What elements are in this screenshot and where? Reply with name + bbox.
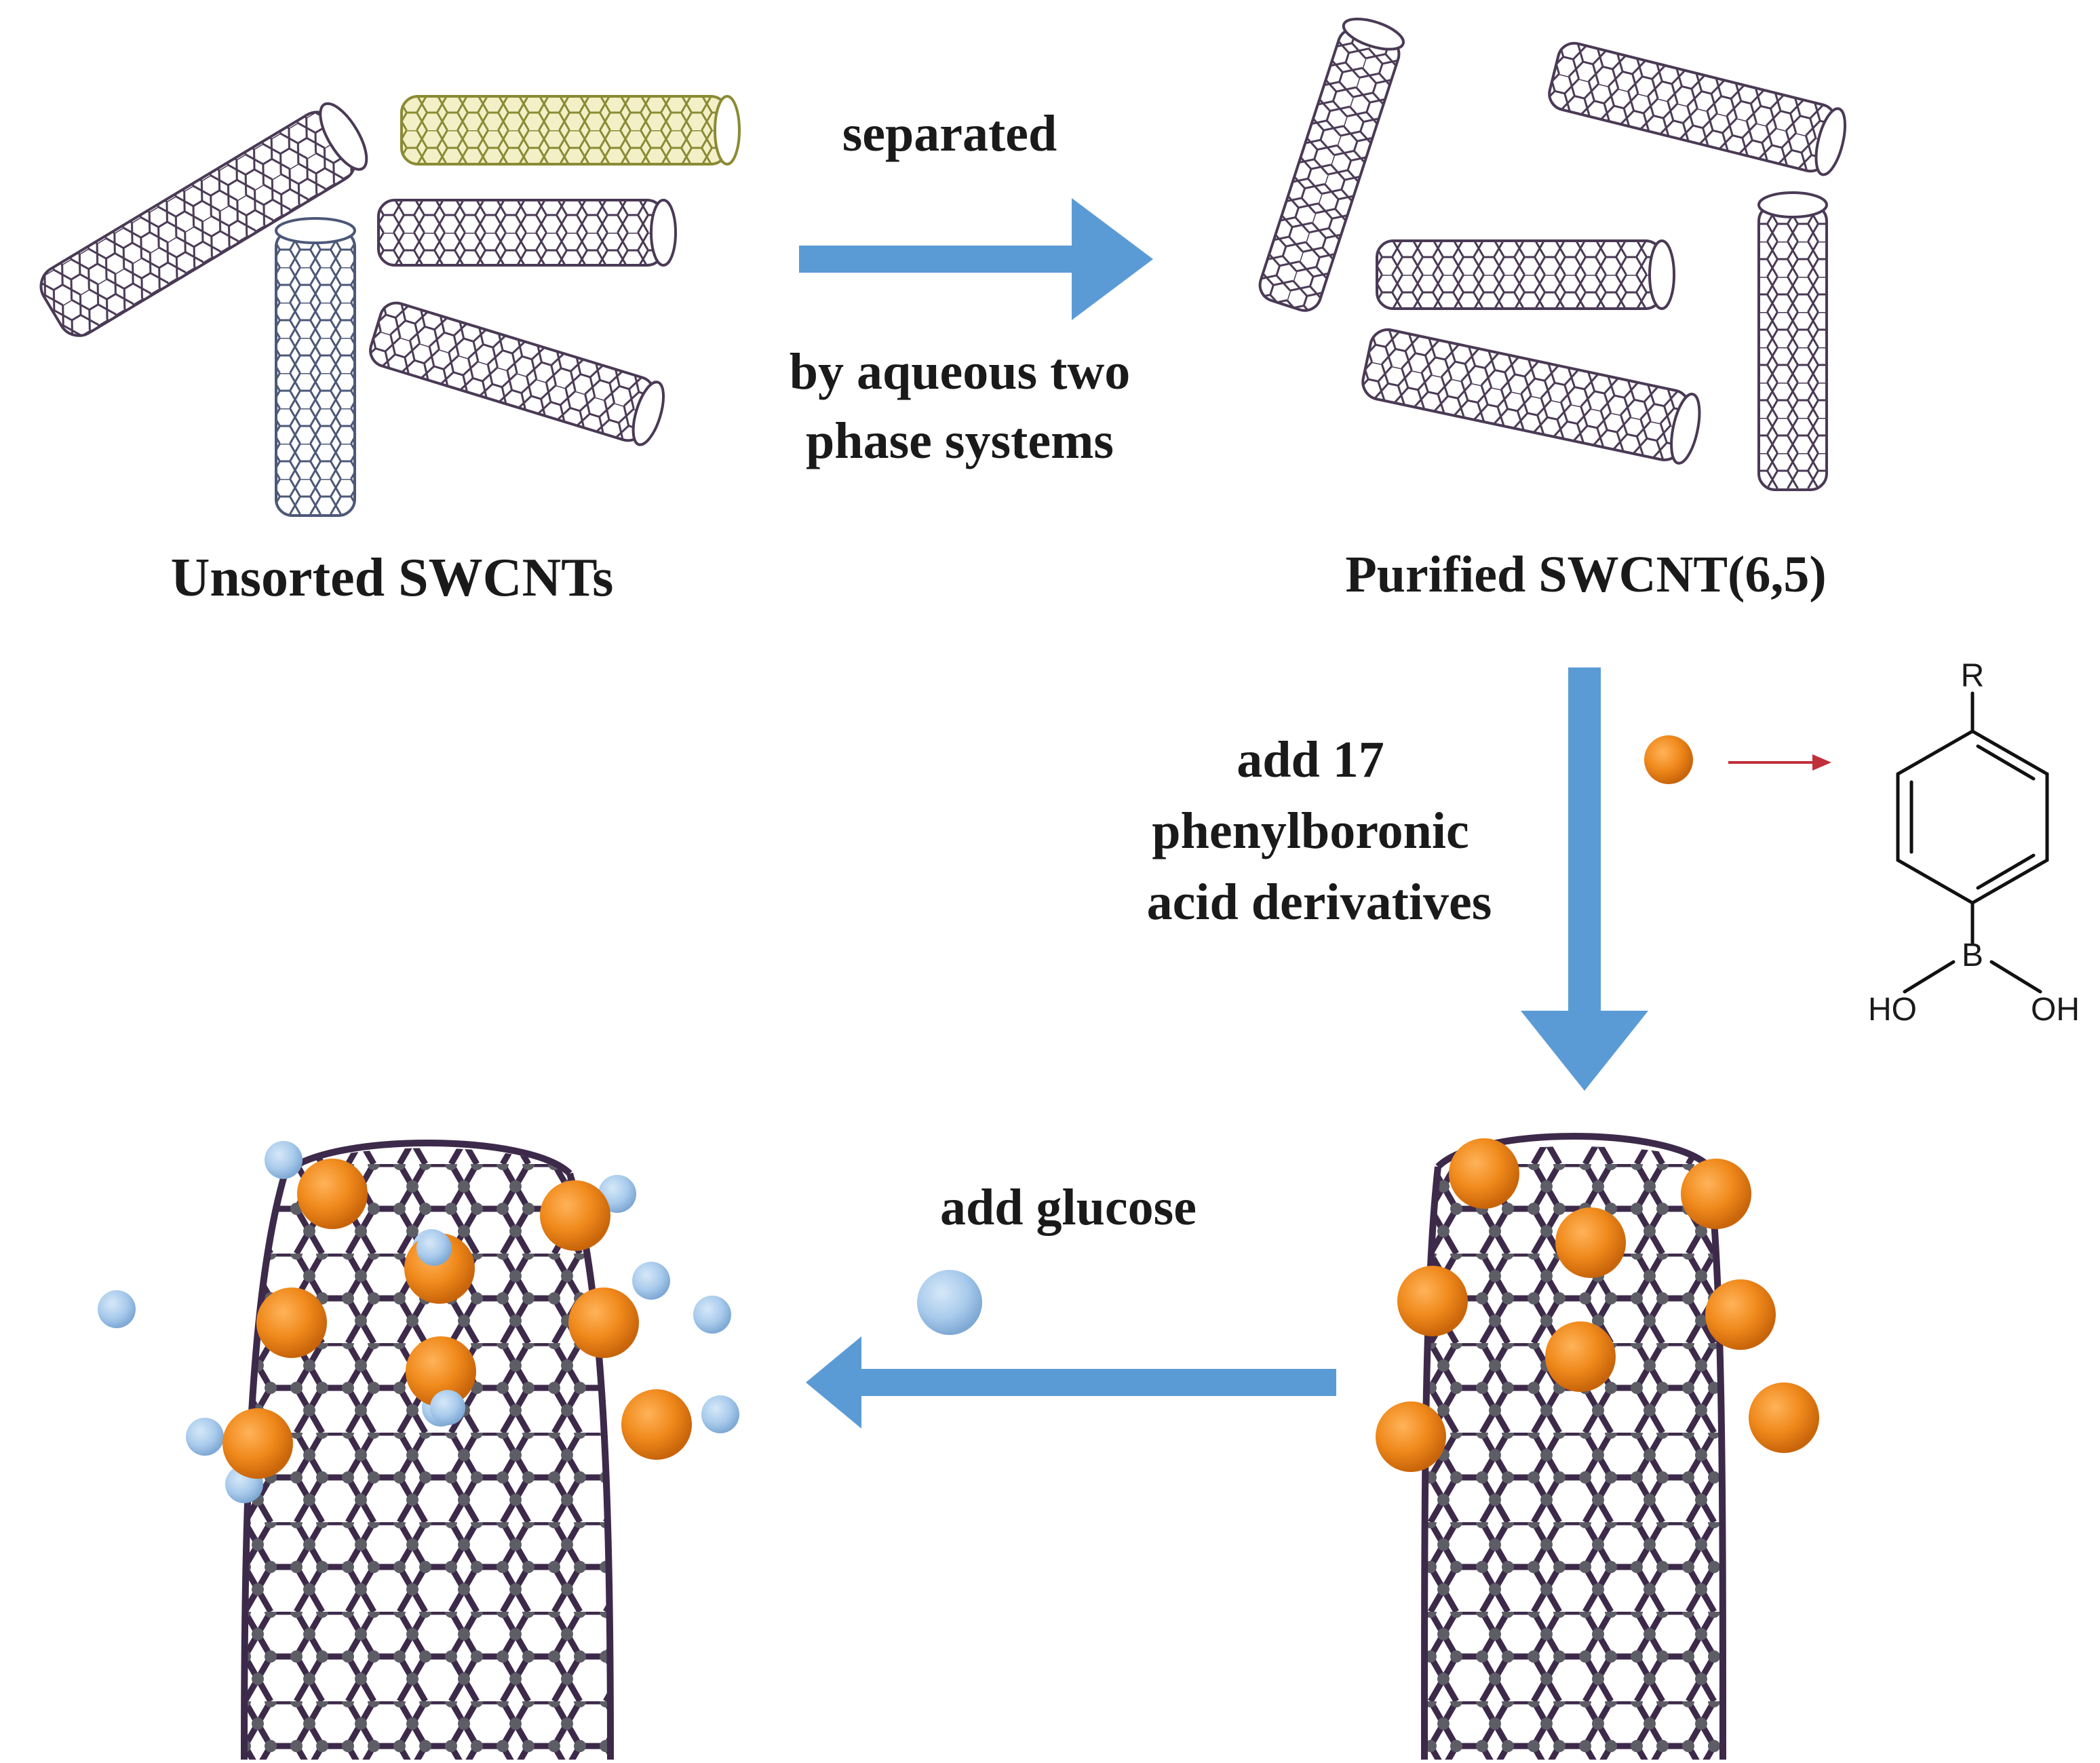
phenylboronic-acid-ball-icon [1449, 1138, 1519, 1209]
phenylboronic-acid-ball-icon [1705, 1279, 1776, 1350]
nanotube-icon [275, 217, 356, 517]
hydroxyl-left-label: HO [1868, 992, 1917, 1028]
nanotube-icon [1376, 239, 1675, 310]
left-arrow [806, 1336, 1336, 1429]
right-arrow [799, 198, 1153, 320]
hydroxyl-right-label: OH [2031, 992, 2080, 1028]
phenylboronic-acid-ball-icon [1397, 1266, 1468, 1336]
aqueous-line1-label: by aqueous two [790, 343, 1131, 400]
add17-line3-label: acid derivatives [1147, 874, 1492, 931]
nanotube-icon [1757, 191, 1828, 491]
nanotube-icon [39, 102, 368, 337]
phenylboronic-acid-structure: R B HO OH [1644, 658, 2080, 1028]
boron-label: B [1962, 937, 1983, 973]
unsorted-swcnts-label: Unsorted SWCNTs [171, 548, 614, 608]
add17-line2-label: phenylboronic [1152, 802, 1469, 859]
glucose-ball-icon [265, 1141, 303, 1179]
phenylboronic-acid-ball-icon [1681, 1159, 1751, 1229]
add17-line1-label: add 17 [1237, 731, 1384, 788]
phenylboronic-acid-ball-icon [1376, 1401, 1446, 1472]
purified-swcnt-group [1258, 18, 1847, 491]
nanotube-icon [377, 199, 677, 267]
glucose-ball-icon [430, 1390, 465, 1425]
red-arrow-head [1812, 754, 1831, 771]
glucose-ball-icon [917, 1270, 982, 1335]
nanotube-icon [1548, 41, 1847, 176]
glucose-bound-nanotube [98, 1140, 739, 1760]
phenylboronic-acid-ball-icon [222, 1408, 293, 1479]
unsorted-swcnts-group [39, 95, 741, 517]
phenylboronic-acid-ball-icon [540, 1180, 610, 1251]
nanotube-icon [369, 301, 665, 446]
phenylboronic-acid-ball-icon [256, 1287, 327, 1358]
purified-swcnt-label: Purified SWCNT(6,5) [1345, 546, 1826, 603]
glucose-ball-icon [186, 1418, 224, 1456]
glucose-ball-icon [632, 1262, 670, 1300]
nanotube-icon [1258, 18, 1405, 312]
phenylboronic-acid-ball-icon [297, 1159, 368, 1229]
functionalized-nanotube [1376, 1133, 1819, 1760]
phenylboronic-acid-ball-icon [1545, 1321, 1616, 1392]
aqueous-line2-label: phase systems [806, 412, 1114, 469]
substituent-r-label: R [1961, 658, 1985, 694]
phenylboronic-acid-ball-icon [1644, 735, 1693, 784]
phenylboronic-acid-ball-icon [1555, 1207, 1626, 1278]
separated-label: separated [842, 105, 1057, 162]
glucose-ball-icon [693, 1296, 731, 1334]
nanotube-icon [1361, 328, 1701, 465]
glucose-ball-icon [98, 1290, 136, 1328]
add-glucose-label: add glucose [940, 1179, 1197, 1236]
phenylboronic-acid-ball-icon [621, 1389, 692, 1460]
benzene-ring-icon [1896, 691, 2049, 994]
phenylboronic-acid-ball-icon [1749, 1382, 1819, 1453]
glucose-ball-icon [416, 1231, 452, 1266]
phenylboronic-acid-ball-icon [568, 1287, 639, 1358]
down-arrow [1521, 667, 1648, 1091]
glucose-ball-icon [701, 1395, 739, 1433]
phenylboronic-acid-ball-icon [406, 1336, 476, 1407]
nanotube-icon [400, 95, 741, 166]
